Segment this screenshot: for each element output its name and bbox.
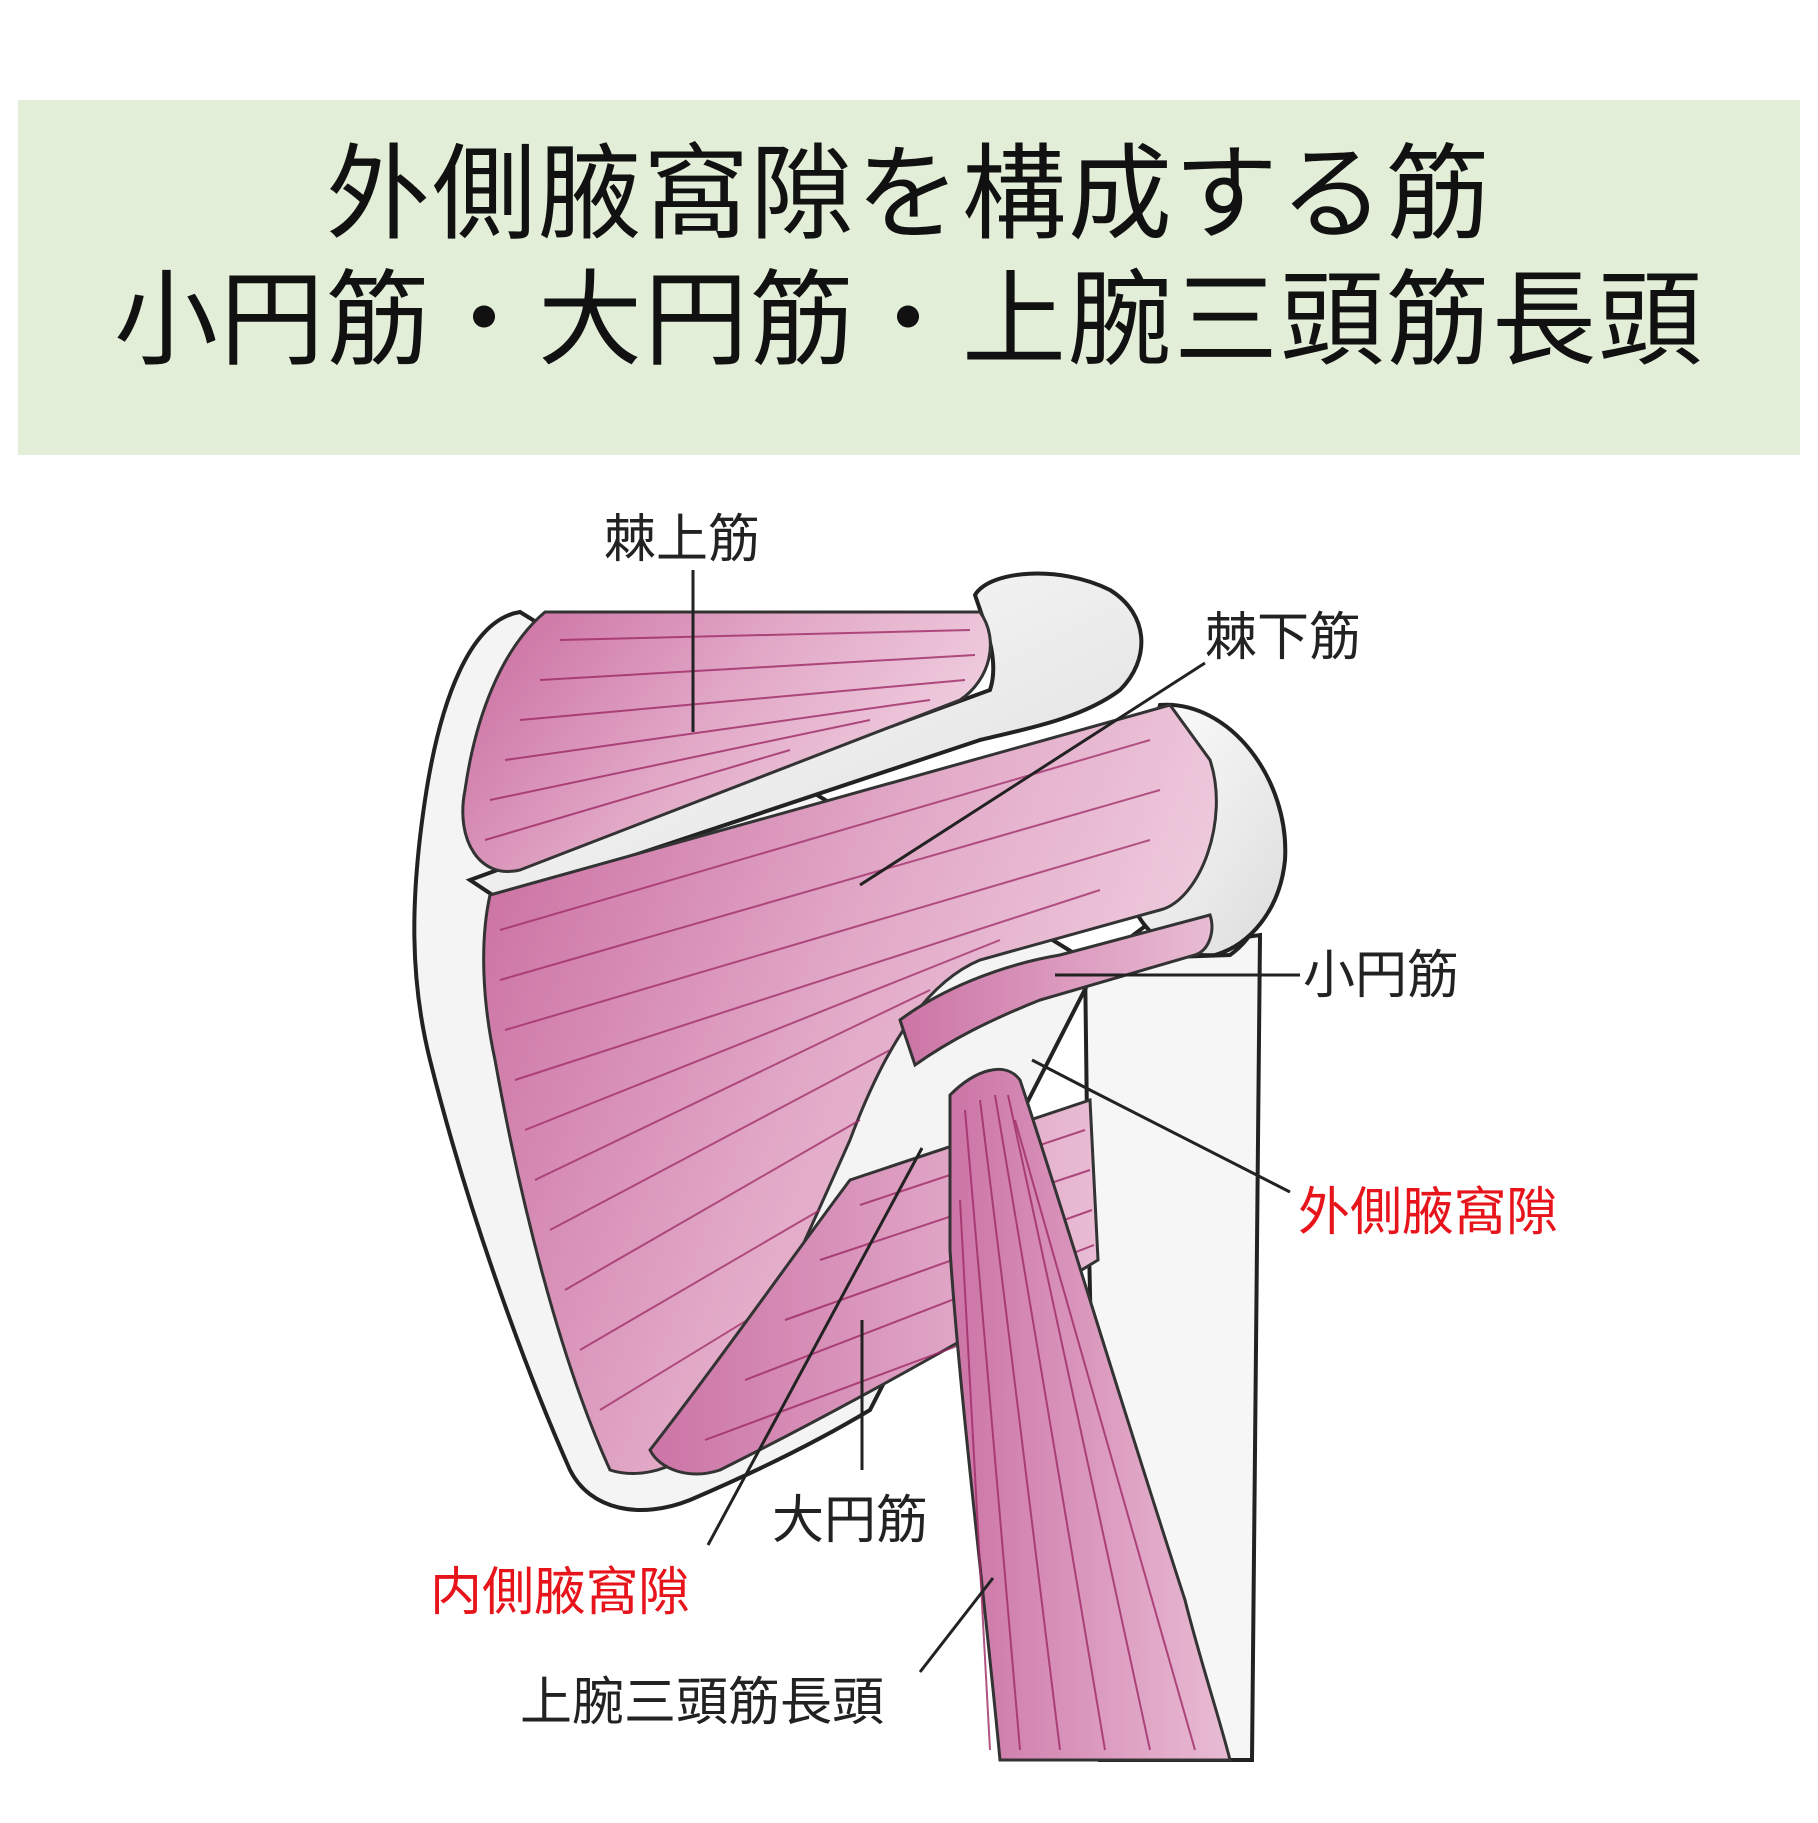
acromion bbox=[465, 571, 1144, 903]
supraspinatus-muscle bbox=[461, 610, 992, 873]
label-teres-major: 大円筋 bbox=[772, 1491, 928, 1551]
triceps-long-head-muscle bbox=[948, 1067, 1232, 1762]
label-supraspinatus: 棘上筋 bbox=[604, 510, 760, 570]
title-line-1: 外側腋窩隙を構成する筋 bbox=[325, 133, 1492, 255]
title-banner: 外側腋窩隙を構成する筋 小円筋・大円筋・上腕三頭筋長頭 bbox=[18, 100, 1800, 455]
leader-triceps-long-head bbox=[918, 1577, 995, 1673]
leader-quadrangular-space bbox=[1031, 1058, 1291, 1194]
teres-minor-muscle bbox=[898, 913, 1214, 1068]
label-quadrangular-space: 外側腋窩隙 bbox=[1298, 1183, 1558, 1243]
label-triangular-space: 内側腋窩隙 bbox=[430, 1563, 690, 1623]
infraspinatus-muscle bbox=[482, 703, 1218, 1475]
label-triceps-long-head: 上腕三頭筋長頭 bbox=[520, 1673, 884, 1733]
label-teres-minor: 小円筋 bbox=[1303, 946, 1459, 1006]
title-line-2: 小円筋・大円筋・上腕三頭筋長頭 bbox=[113, 259, 1704, 381]
leader-triangular-space bbox=[706, 1147, 924, 1546]
label-infraspinatus: 棘下筋 bbox=[1205, 608, 1361, 668]
leader-lines bbox=[691, 570, 1300, 1673]
leader-infraspinatus bbox=[859, 661, 1206, 887]
